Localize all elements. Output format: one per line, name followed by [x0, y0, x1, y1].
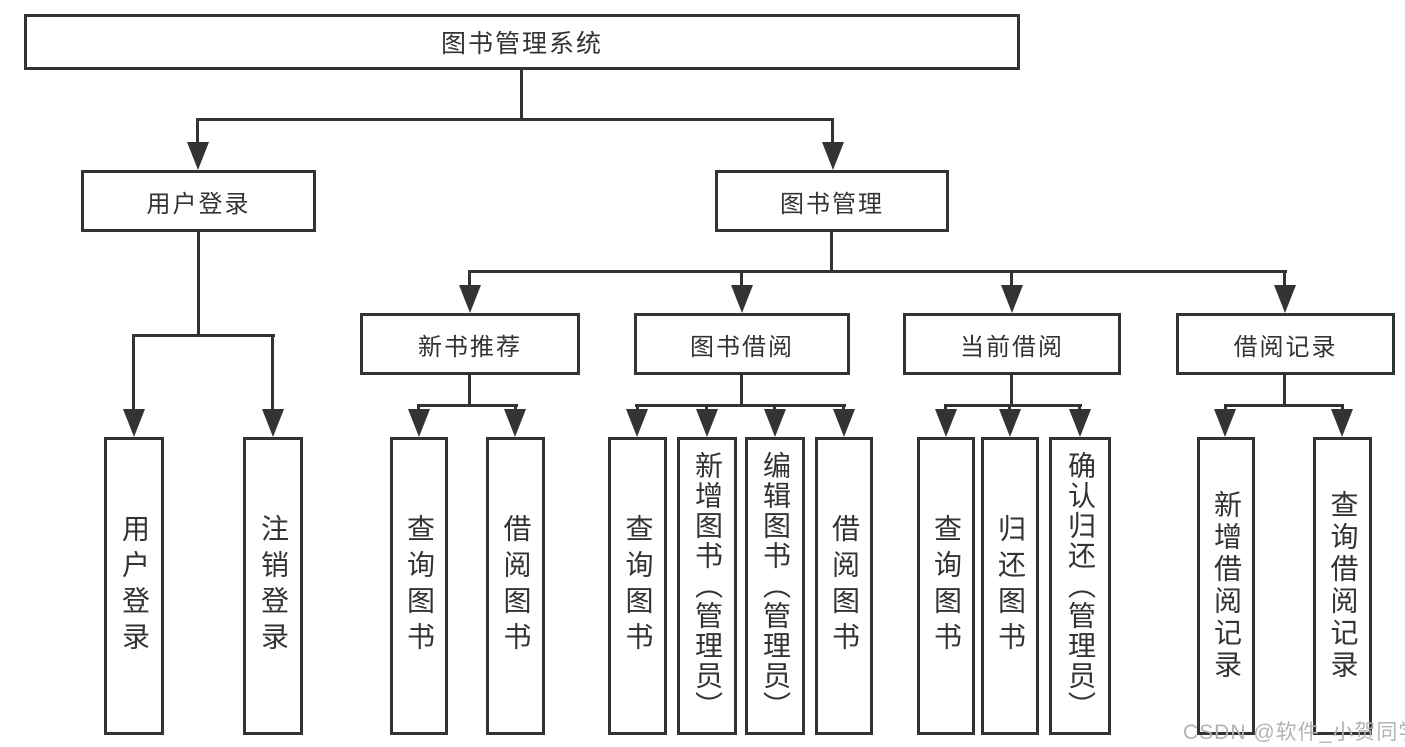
arrow-down-icon — [187, 142, 209, 170]
leaf-add-books-admin: 新增图书（管理员） — [677, 437, 737, 735]
leaf-label: 借阅图书 — [829, 514, 860, 658]
leaf-label: 确认归还（管理员） — [1065, 451, 1096, 721]
arrow-down-icon — [822, 142, 844, 170]
connector-mgmt-stem — [830, 232, 833, 272]
arrow-down-icon — [1274, 285, 1296, 313]
arrow-down-icon — [999, 409, 1021, 437]
leaf-label: 新增借阅记录 — [1211, 490, 1242, 682]
leaf-query-borrow-record: 查询借阅记录 — [1313, 437, 1372, 735]
csdn-watermark: CSDN @软件_小贺同学 — [1183, 721, 1405, 744]
leaf-label: 编辑图书（管理员） — [760, 451, 791, 721]
connector-l3-stem — [740, 374, 743, 406]
node-new-book-recommend-label: 新书推荐 — [418, 333, 522, 361]
leaf-label: 注销登录 — [258, 514, 289, 658]
arrow-down-icon — [262, 409, 284, 437]
node-current-borrow-label: 当前借阅 — [960, 333, 1064, 361]
connector-l3-stem — [1283, 374, 1286, 406]
connector-stem-leaf — [1224, 404, 1227, 413]
arrow-down-icon — [935, 409, 957, 437]
connector-stem-leaf — [1008, 404, 1011, 413]
leaf-edit-books-admin: 编辑图书（管理员） — [745, 437, 805, 735]
arrow-down-icon — [731, 285, 753, 313]
connector-stem-leaf — [636, 404, 639, 413]
connector-mgmt-hbar — [468, 270, 1287, 273]
connector-stem-user-login — [196, 118, 199, 144]
node-borrow-records: 借阅记录 — [1176, 313, 1395, 375]
connector-stem-l3 — [468, 270, 471, 287]
connector-root-hbar — [197, 118, 834, 121]
leaf-label: 新增图书（管理员） — [692, 451, 723, 721]
connector-stem-leaf — [417, 404, 420, 413]
leaf-query-books-recommend: 查询图书 — [390, 437, 448, 735]
connector-stem-leaf — [132, 334, 135, 412]
arrow-down-icon — [504, 409, 526, 437]
connector-l3-stem — [1010, 374, 1013, 406]
arrow-down-icon — [764, 409, 786, 437]
leaf-borrow-books: 借阅图书 — [815, 437, 873, 735]
node-book-borrow-label: 图书借阅 — [690, 333, 794, 361]
leaf-label: 查询图书 — [931, 514, 962, 658]
connector-stem-l3 — [1010, 270, 1013, 287]
arrow-down-icon — [123, 409, 145, 437]
arrow-down-icon — [696, 409, 718, 437]
node-new-book-recommend: 新书推荐 — [360, 313, 580, 375]
connector-stem-leaf — [271, 334, 274, 412]
arrow-down-icon — [1331, 409, 1353, 437]
node-book-mgmt: 图书管理 — [715, 170, 949, 232]
node-borrow-records-label: 借阅记录 — [1233, 333, 1338, 361]
leaf-label: 借阅图书 — [500, 514, 532, 658]
leaf-label: 查询图书 — [404, 514, 435, 658]
connector-stem-leaf — [514, 404, 517, 413]
leaf-borrow-books-recommend: 借阅图书 — [486, 437, 545, 735]
leaf-return-books: 归还图书 — [981, 437, 1039, 735]
leaf-label: 查询图书 — [622, 514, 654, 658]
arrow-down-icon — [626, 409, 648, 437]
node-user-login-label: 用户登录 — [146, 190, 251, 218]
connector-g5-hbar — [1224, 404, 1344, 407]
node-user-login: 用户登录 — [81, 170, 316, 232]
connector-login-hbar — [132, 334, 275, 337]
connector-g2-hbar — [417, 404, 518, 407]
connector-stem-leaf — [944, 404, 947, 413]
leaf-user-login: 用户登录 — [104, 437, 164, 735]
arrow-down-icon — [833, 409, 855, 437]
arrow-down-icon — [1001, 285, 1023, 313]
connector-g4-hbar — [944, 404, 1082, 407]
leaf-confirm-return-admin: 确认归还（管理员） — [1049, 437, 1111, 735]
connector-stem-l3 — [1283, 270, 1286, 287]
node-book-borrow: 图书借阅 — [634, 313, 850, 375]
node-book-mgmt-label: 图书管理 — [780, 190, 884, 218]
connector-stem-leaf — [1341, 404, 1344, 413]
connector-stem-l3 — [740, 270, 743, 287]
leaf-label: 归还图书 — [995, 514, 1026, 658]
connector-g3-hbar — [635, 404, 846, 407]
node-root-label: 图书管理系统 — [440, 30, 603, 58]
node-root: 图书管理系统 — [24, 14, 1020, 70]
node-current-borrow: 当前借阅 — [903, 313, 1121, 375]
leaf-query-books-current: 查询图书 — [917, 437, 975, 735]
connector-login-stem — [197, 232, 200, 336]
leaf-logout: 注销登录 — [243, 437, 303, 735]
arrow-down-icon — [1214, 409, 1236, 437]
connector-stem-book-mgmt — [831, 118, 834, 144]
leaf-add-borrow-record: 新增借阅记录 — [1197, 437, 1255, 735]
leaf-query-books-borrow: 查询图书 — [608, 437, 667, 735]
connector-stem-leaf — [705, 404, 708, 413]
leaf-label: 查询借阅记录 — [1327, 490, 1359, 682]
connector-stem-leaf — [842, 404, 845, 413]
connector-stem-leaf — [1078, 404, 1081, 413]
connector-stem-leaf — [773, 404, 776, 413]
connector-l3-stem — [468, 374, 471, 406]
arrow-down-icon — [1069, 409, 1091, 437]
leaf-label: 用户登录 — [119, 514, 150, 658]
connector-root-stem — [520, 70, 523, 121]
arrow-down-icon — [459, 285, 481, 313]
arrow-down-icon — [408, 409, 430, 437]
